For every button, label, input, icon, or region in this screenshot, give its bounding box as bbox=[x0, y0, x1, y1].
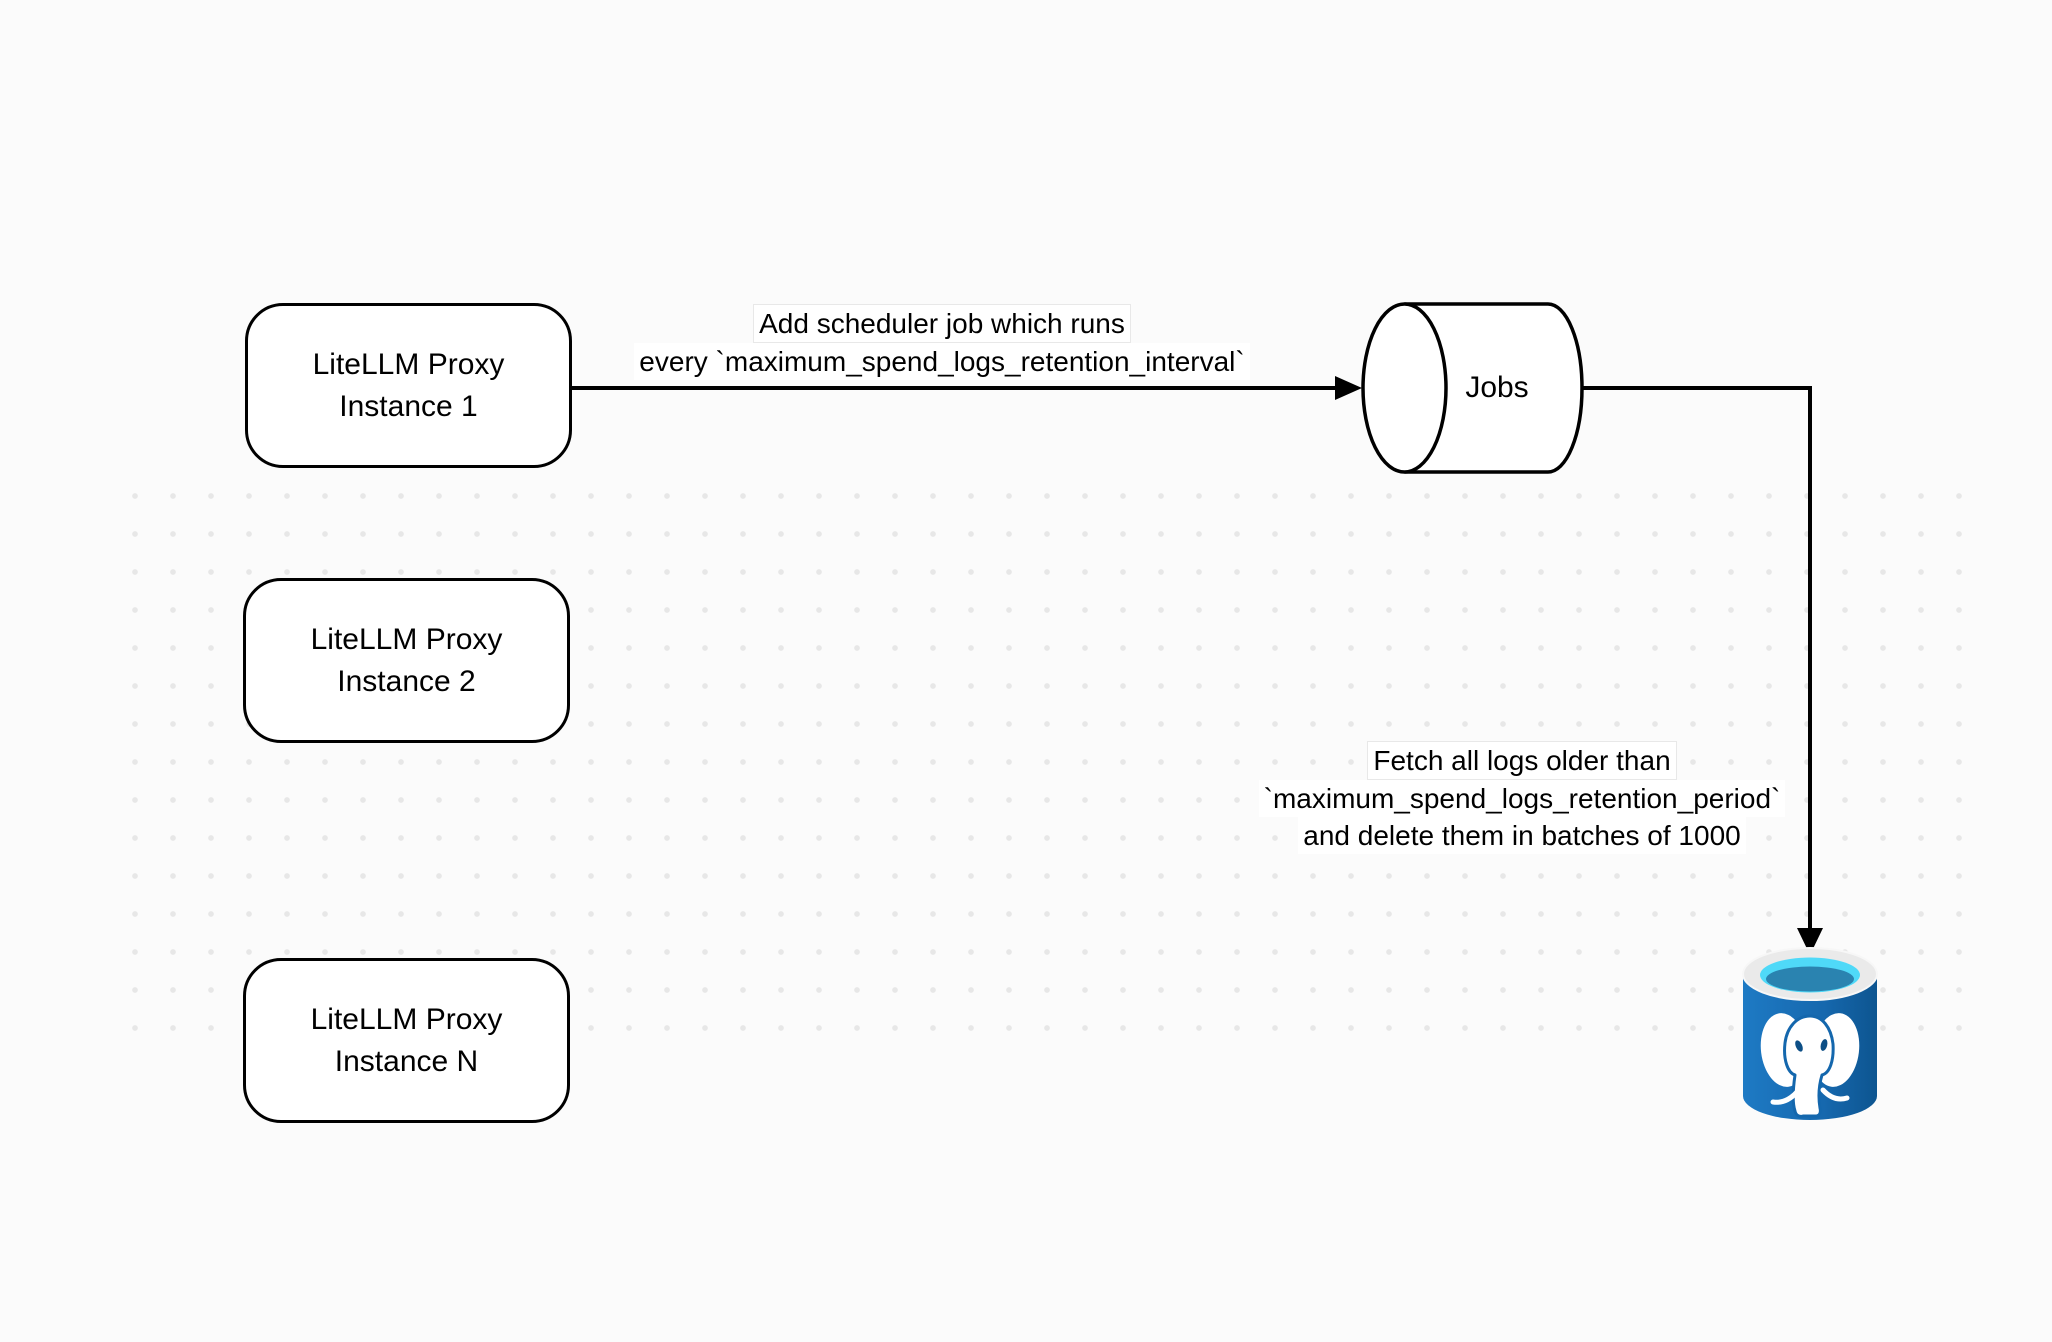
edge-label-scheduler: Add scheduler job which runs every `maxi… bbox=[580, 304, 1304, 380]
edge-scheduler-line bbox=[572, 386, 1337, 390]
node-label-line: Instance 1 bbox=[339, 389, 478, 423]
node-label-line: LiteLLM Proxy bbox=[310, 1002, 503, 1036]
node-label-line: Instance 2 bbox=[337, 664, 476, 698]
postgres-elephant bbox=[1760, 1013, 1860, 1118]
node-litellm-proxy-instance-2: LiteLLM Proxy Instance 2 bbox=[243, 578, 570, 743]
edge-label-line: `maximum_spend_logs_retention_period` bbox=[1258, 780, 1786, 817]
edge-label-line: and delete them in batches of 1000 bbox=[1298, 817, 1746, 854]
edge-label-fetch-delete: Fetch all logs older than `maximum_spend… bbox=[1212, 741, 1832, 854]
node-litellm-proxy-instance-1: LiteLLM Proxy Instance 1 bbox=[245, 303, 572, 468]
edge-fetch-line-vertical bbox=[1808, 386, 1812, 930]
edge-fetch-line-horizontal bbox=[1583, 386, 1812, 390]
jobs-queue-cylinder bbox=[1361, 302, 1584, 474]
node-label-line: LiteLLM Proxy bbox=[310, 622, 503, 656]
arrowhead-right-icon bbox=[1335, 376, 1362, 400]
node-label-line: LiteLLM Proxy bbox=[312, 347, 505, 381]
edge-label-line: Fetch all logs older than bbox=[1367, 741, 1677, 780]
node-label-line: Instance N bbox=[334, 1044, 479, 1078]
postgresql-icon bbox=[1742, 947, 1878, 1120]
jobs-label: Jobs bbox=[1465, 371, 1529, 404]
edge-label-line: Add scheduler job which runs bbox=[753, 304, 1131, 343]
edge-label-line: every `maximum_spend_logs_retention_inte… bbox=[634, 343, 1250, 380]
node-litellm-proxy-instance-n: LiteLLM Proxy Instance N bbox=[243, 958, 570, 1123]
